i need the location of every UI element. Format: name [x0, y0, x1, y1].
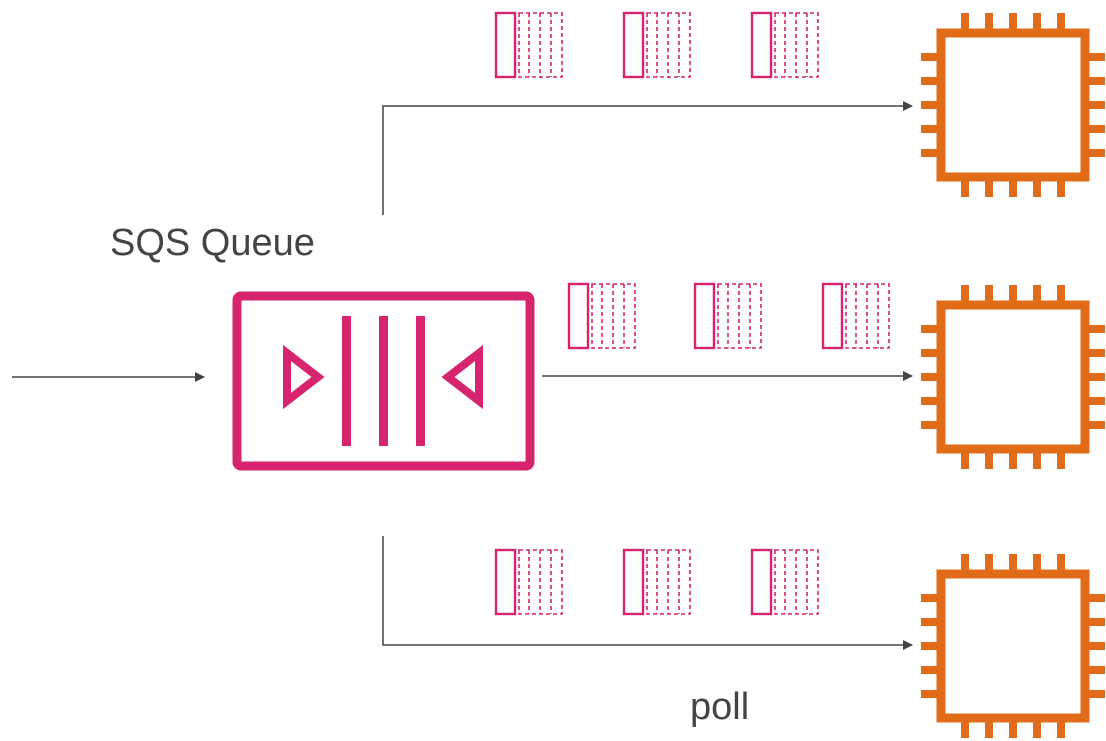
message-icon	[821, 282, 890, 350]
message-icon	[567, 282, 636, 350]
message-icon	[750, 11, 819, 79]
consumers-group	[921, 13, 1105, 738]
queue-label: SQS Queue	[110, 222, 315, 264]
consumer-instance-bottom-ec2-instance-icon	[921, 554, 1105, 738]
messages-group	[494, 11, 890, 616]
message-icon	[622, 11, 691, 79]
message-icon	[622, 548, 691, 616]
arrow-to-consumer-top	[382, 101, 913, 215]
sqs-queue-icon	[232, 291, 535, 471]
message-icon	[693, 282, 762, 350]
message-icon	[494, 11, 563, 79]
arrow-to-consumer-bottom	[382, 536, 913, 650]
consumer-instance-middle-ec2-instance-icon	[921, 285, 1105, 469]
poll-label: poll	[690, 686, 750, 728]
message-icon	[750, 548, 819, 616]
consumer-instance-top-ec2-instance-icon	[921, 13, 1105, 197]
message-icon	[494, 548, 563, 616]
